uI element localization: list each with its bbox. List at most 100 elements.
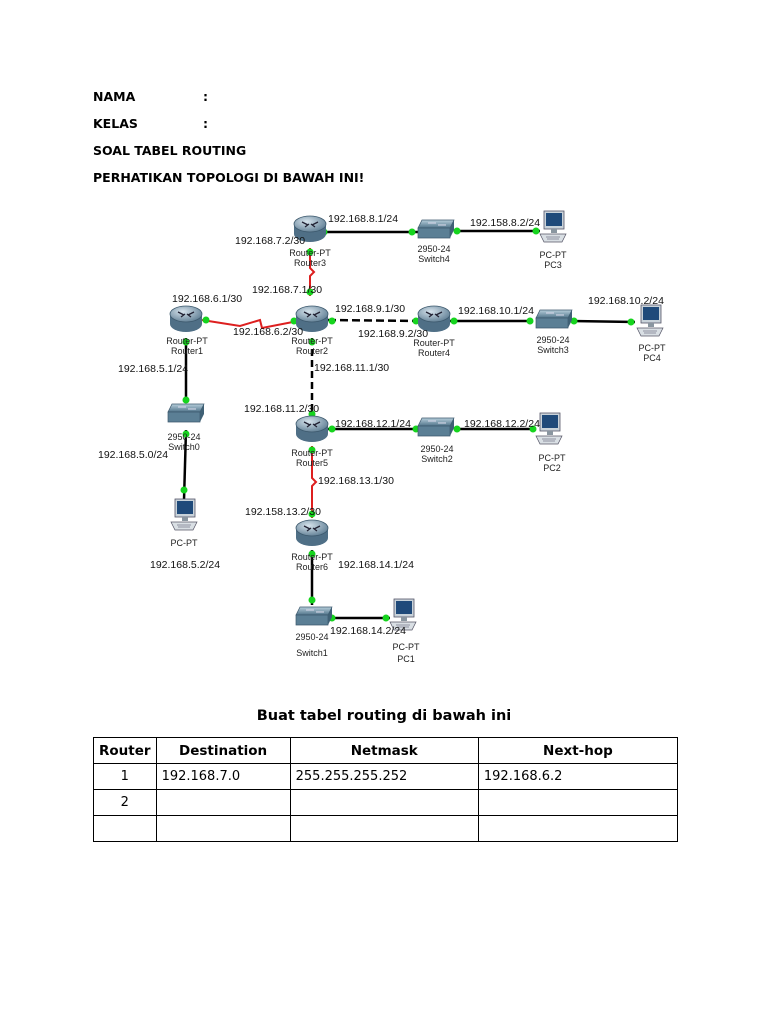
ip-label: 192.168.7.2/30 xyxy=(235,235,305,247)
cell-destination xyxy=(155,789,291,816)
router1-type: Router-PT xyxy=(166,336,208,346)
instruction: PERHATIKAN TOPOLOGI DI BAWAH INI! xyxy=(93,170,365,185)
ip-label: 192.168.10.2/24 xyxy=(588,295,664,307)
router6-type: Router-PT xyxy=(291,552,333,562)
routing-table: Router Destination Netmask Next-hop 1 19… xyxy=(93,737,679,842)
router2-name: Router2 xyxy=(296,346,328,356)
switch1-icon xyxy=(295,606,333,626)
switch3-icon xyxy=(535,309,573,329)
soal-title: SOAL TABEL ROUTING xyxy=(93,143,247,158)
switch0-icon xyxy=(167,403,205,423)
ip-label: 192.168.6.2/30 xyxy=(233,326,303,338)
router4-name: Router4 xyxy=(418,348,450,358)
router3-type: Router-PT xyxy=(289,248,331,258)
col-header-next-hop: Next-hop xyxy=(477,737,679,764)
pc4-type: PC-PT xyxy=(639,343,667,353)
cell-router: 2 xyxy=(93,789,157,816)
switch3-name: Switch3 xyxy=(537,345,569,355)
router1-name: Router1 xyxy=(171,346,203,356)
ip-label: 192.168.14.1/24 xyxy=(338,559,414,571)
router6-icon xyxy=(295,519,329,547)
router5-name: Router5 xyxy=(296,458,328,468)
pc4-name: PC4 xyxy=(643,353,661,363)
pc1-name: PC1 xyxy=(397,654,415,664)
ip-label: 192.168.11.1/30 xyxy=(314,362,389,374)
ip-label: 192.168.14.2/24 xyxy=(330,625,406,637)
link-r3-r2 xyxy=(309,248,316,296)
switch4-icon xyxy=(417,219,455,239)
ip-label: 192.168.12.2/24 xyxy=(464,418,540,430)
ip-label: 192.168.5.2/24 xyxy=(150,559,220,571)
cell-netmask: 255.255.255.252 xyxy=(289,763,479,790)
router3-name: Router3 xyxy=(294,258,326,268)
router5-type: Router-PT xyxy=(291,448,333,458)
col-header-router: Router xyxy=(93,737,157,764)
nama-label: NAMA xyxy=(93,89,136,104)
switch0-type: 2950-24 xyxy=(167,432,200,442)
kelas-label: KELAS xyxy=(93,116,138,131)
links xyxy=(182,229,636,620)
router5-icon xyxy=(295,415,329,443)
cell-next-hop xyxy=(477,815,679,842)
table-caption: Buat tabel routing di bawah ini xyxy=(256,708,512,724)
pc1-type: PC-PT xyxy=(393,642,421,652)
cell-next-hop xyxy=(477,789,679,816)
ip-label: 192.168.6.1/30 xyxy=(172,293,242,305)
pc4-icon xyxy=(636,304,664,337)
nama-colon: : xyxy=(203,89,208,104)
switch2-type: 2950-24 xyxy=(420,444,453,454)
table-row: 1 192.168.7.0 255.255.255.252 192.168.6.… xyxy=(93,763,679,790)
router2-type: Router-PT xyxy=(291,336,333,346)
cell-netmask xyxy=(289,815,479,842)
network-topology-diagram: Router-PT Router3 Router-PT Router2 Rout… xyxy=(98,210,667,664)
link-r2-r4 xyxy=(327,318,421,323)
ip-label: 192.168.5.0/24 xyxy=(98,449,168,461)
col-header-netmask: Netmask xyxy=(289,737,479,764)
pc0-type: PC-PT xyxy=(171,538,199,548)
table-header-row: Router Destination Netmask Next-hop xyxy=(93,737,679,764)
switch1-type: 2950-24 xyxy=(295,632,328,642)
switch3-type: 2950-24 xyxy=(536,335,569,345)
link-r5-r6 xyxy=(311,446,318,518)
table-row: 2 xyxy=(93,789,679,816)
table-row xyxy=(93,815,679,842)
nama-row: NAMA : xyxy=(93,89,208,104)
ip-label: 192.168.9.1/30 xyxy=(335,303,405,315)
pc3-icon xyxy=(539,210,567,243)
ip-label: 192.168.9.2/30 xyxy=(358,328,428,340)
ip-label: 192.158.8.2/24 xyxy=(470,217,540,229)
cell-destination xyxy=(155,815,291,842)
link-r1-r2 xyxy=(201,318,299,330)
ip-label: 192.168.12.1/24 xyxy=(335,418,411,430)
cell-netmask xyxy=(289,789,479,816)
ip-label: 192.168.5.1/24 xyxy=(118,363,188,375)
link-sw3-pc4 xyxy=(571,319,636,324)
ip-label: 192.168.8.1/24 xyxy=(328,213,398,225)
ip-label: 192.168.10.1/24 xyxy=(458,305,534,317)
ip-label: 192.158.13.2/30 xyxy=(245,506,321,518)
cell-destination: 192.168.7.0 xyxy=(155,763,291,790)
router4-type: Router-PT xyxy=(413,338,455,348)
switch1-name: Switch1 xyxy=(296,648,328,658)
pc2-name: PC2 xyxy=(543,463,561,473)
switch4-name: Switch4 xyxy=(418,254,450,264)
router6-name: Router6 xyxy=(296,562,328,572)
cell-next-hop: 192.168.6.2 xyxy=(477,763,679,790)
col-header-destination: Destination xyxy=(155,737,291,764)
cell-router xyxy=(93,815,157,842)
pc0-icon xyxy=(170,498,198,531)
ip-label: 192.168.13.1/30 xyxy=(318,475,394,487)
pc3-type: PC-PT xyxy=(540,250,568,260)
switch2-name: Switch2 xyxy=(421,454,453,464)
ip-label: 192.168.11.2/30 xyxy=(244,403,319,415)
pc3-name: PC3 xyxy=(544,260,562,270)
pc2-type: PC-PT xyxy=(539,453,567,463)
router1-icon xyxy=(169,305,203,333)
switch4-type: 2950-24 xyxy=(417,244,450,254)
ip-label: 192.168.7.1/30 xyxy=(252,284,322,296)
switch2-icon xyxy=(417,417,455,437)
kelas-colon: : xyxy=(203,116,208,131)
switch0-name: Switch0 xyxy=(168,442,200,452)
kelas-row: KELAS : xyxy=(93,116,208,131)
cell-router: 1 xyxy=(93,763,157,790)
